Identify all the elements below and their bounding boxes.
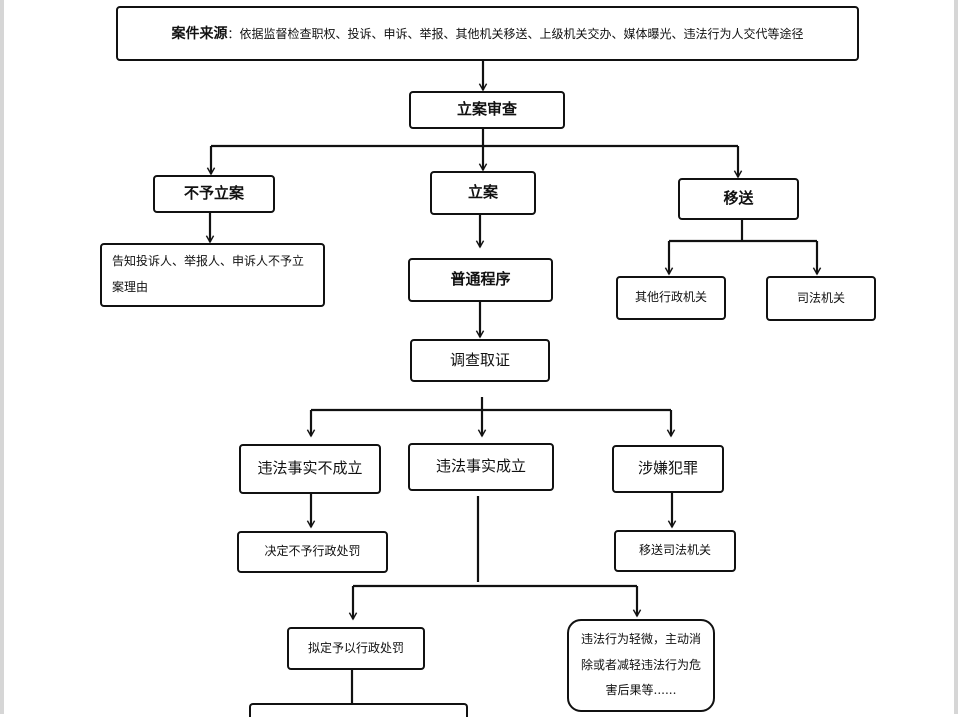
investigation-box: 调查取证	[410, 339, 550, 382]
case-source-separator: ：	[227, 26, 240, 41]
no-penalty-box: 决定不予行政处罚	[237, 531, 388, 573]
facts-established-box: 违法事实成立	[408, 443, 554, 491]
transfer-box: 移送	[678, 178, 799, 220]
suspected-crime-box: 涉嫌犯罪	[612, 445, 724, 493]
facts-not-established-box: 违法事实不成立	[239, 444, 381, 494]
not-filed-box: 不予立案	[153, 175, 275, 213]
page-edge-right	[954, 0, 958, 714]
case-source-title: 案件来源	[171, 25, 228, 42]
ordinary-procedure-box: 普通程序	[408, 258, 553, 302]
other-admin-box: 其他行政机关	[616, 276, 726, 320]
propose-penalty-box: 拟定予以行政处罚	[287, 627, 425, 670]
review-box: 立案审查	[409, 91, 565, 129]
minor-violation-box: 违法行为轻微，主动消除或者减轻违法行为危害后果等......	[567, 619, 715, 712]
page-edge-left	[0, 0, 4, 714]
transfer-judicial-box: 移送司法机关	[614, 530, 736, 572]
case-source-text: 依据监督检查职权、投诉、申诉、举报、其他机关移送、上级机关交办、媒体曝光、违法行…	[239, 26, 804, 41]
notify-box: 告知投诉人、举报人、申诉人不予立案理由	[100, 243, 325, 307]
filed-box: 立案	[430, 171, 536, 215]
case-source-box: 案件来源：依据监督检查职权、投诉、申诉、举报、其他机关移送、上级机关交办、媒体曝…	[116, 6, 859, 61]
judicial-box: 司法机关	[766, 276, 876, 321]
penalty-next-step-box	[249, 703, 468, 717]
